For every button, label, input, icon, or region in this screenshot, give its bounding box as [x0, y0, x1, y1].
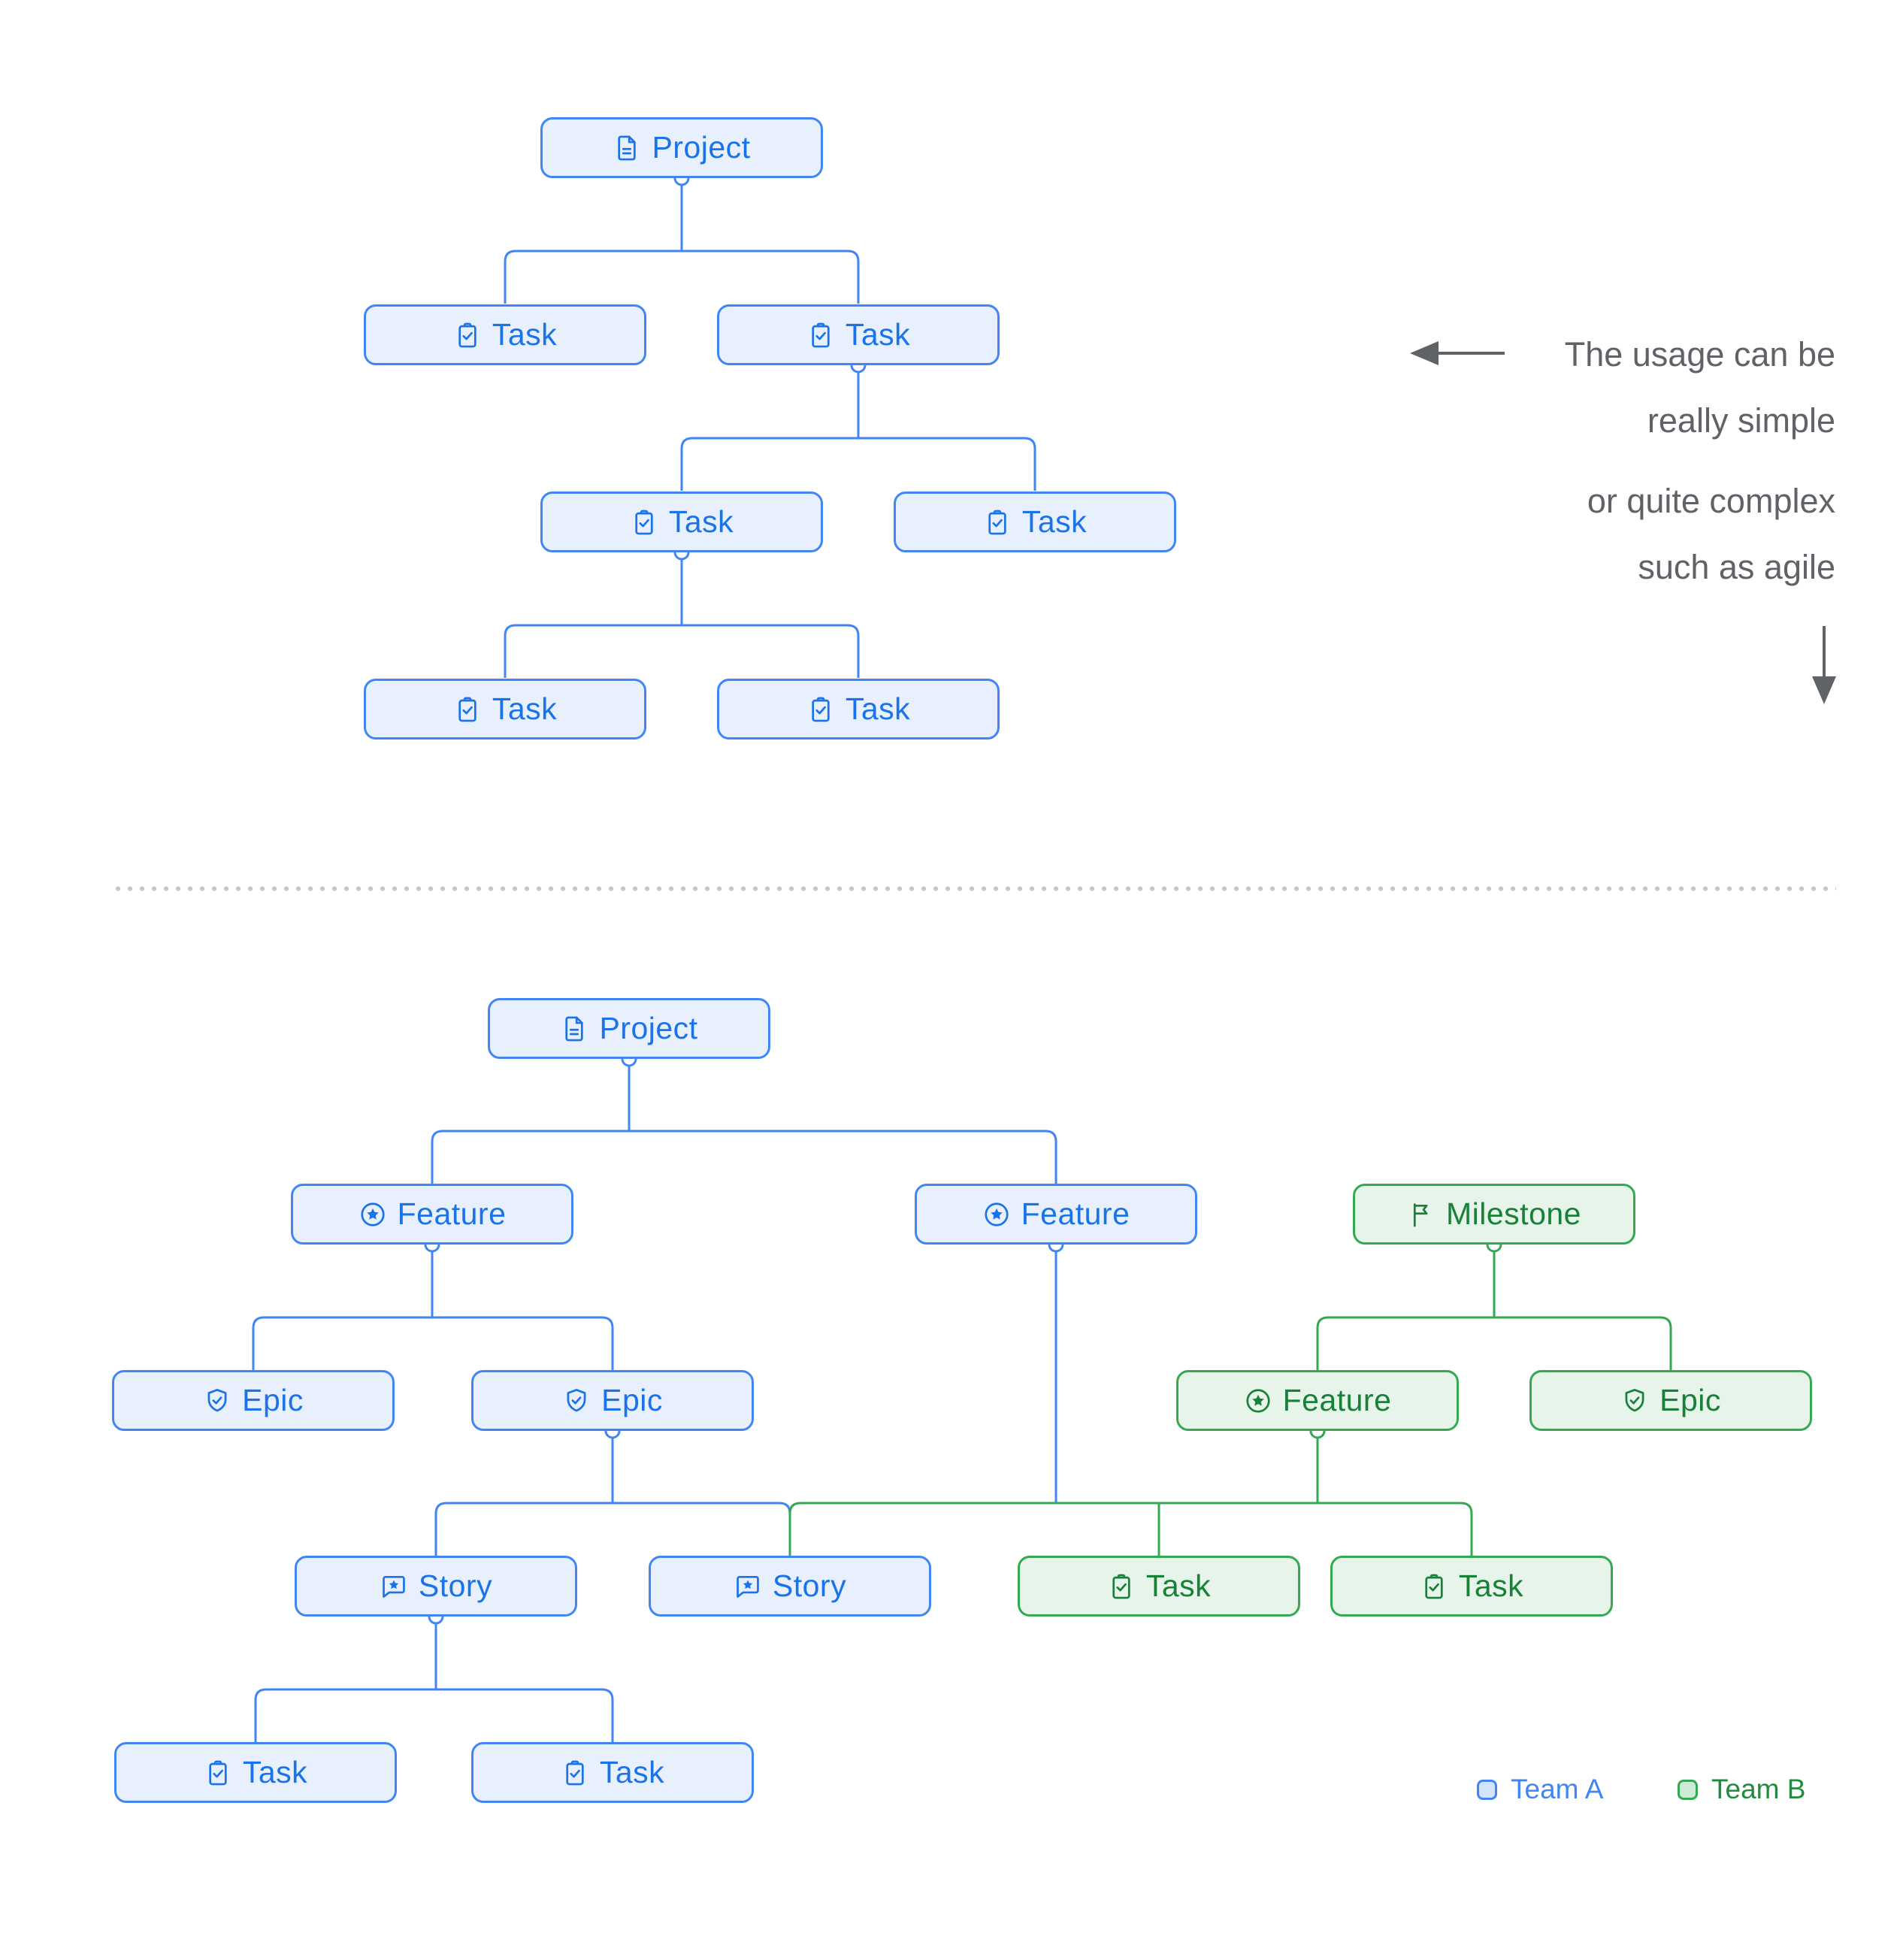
epic-icon — [203, 1387, 231, 1415]
node-task[interactable]: Task — [364, 304, 646, 365]
node-task[interactable]: Task — [717, 304, 1000, 365]
team-b-swatch-icon — [1678, 1779, 1698, 1800]
node-label: Task — [1145, 1568, 1212, 1603]
task-icon — [806, 321, 835, 349]
task-icon — [453, 695, 482, 724]
node-story[interactable]: Story — [295, 1556, 577, 1617]
task-icon — [806, 695, 835, 724]
node-story[interactable]: Story — [649, 1556, 931, 1617]
node-label: Project — [652, 130, 751, 165]
node-label: Story — [772, 1568, 847, 1603]
legend-team-a-label: Team A — [1511, 1774, 1604, 1804]
connector-line — [252, 1245, 614, 1370]
node-feature[interactable]: Feature — [915, 1184, 1197, 1245]
task-icon — [453, 321, 482, 349]
node-label: Feature — [1021, 1196, 1130, 1231]
connector-line — [1316, 1245, 1672, 1370]
annotation-line-2: really simple — [1647, 401, 1835, 440]
node-milestone[interactable]: Milestone — [1353, 1184, 1635, 1245]
connector-line — [680, 365, 1036, 491]
node-task[interactable]: Task — [894, 492, 1176, 552]
task-icon — [561, 1759, 589, 1787]
epic-icon — [1620, 1387, 1649, 1415]
task-icon — [1107, 1572, 1136, 1601]
annotation-line-1: The usage can be — [1564, 335, 1835, 374]
feature-icon — [982, 1200, 1011, 1229]
node-epic[interactable]: Epic — [471, 1370, 754, 1431]
section-divider — [112, 886, 1836, 891]
legend-team-b-label: Team B — [1711, 1774, 1806, 1804]
node-task[interactable]: Task — [471, 1742, 754, 1803]
project-icon — [613, 134, 641, 162]
connector-line — [431, 1059, 1057, 1184]
legend-item-team-b: Team B — [1678, 1775, 1805, 1804]
connector-line — [504, 178, 860, 304]
node-project[interactable]: Project — [540, 117, 823, 178]
node-task[interactable]: Task — [364, 679, 646, 740]
arrow-down-icon — [1812, 626, 1836, 704]
annotation-line-3: or quite complex — [1587, 482, 1835, 520]
connector-line — [504, 552, 860, 678]
node-feature[interactable]: Feature — [291, 1184, 573, 1245]
node-label: Task — [242, 1755, 308, 1789]
connector-line — [788, 1502, 1473, 1556]
arrow-left-icon — [1410, 341, 1505, 365]
annotation-line-4: such as agile — [1638, 548, 1835, 586]
node-epic[interactable]: Epic — [1529, 1370, 1812, 1431]
legend-item-team-a: Team A — [1477, 1775, 1603, 1804]
story-icon — [380, 1572, 408, 1601]
node-task[interactable]: Task — [1330, 1556, 1613, 1617]
node-label: Task — [845, 317, 911, 352]
node-feature[interactable]: Feature — [1176, 1370, 1459, 1431]
node-task[interactable]: Task — [540, 492, 823, 552]
node-label: Task — [668, 504, 734, 539]
feature-icon — [1244, 1387, 1272, 1415]
task-icon — [204, 1759, 232, 1787]
node-project[interactable]: Project — [488, 998, 770, 1059]
story-icon — [734, 1572, 762, 1601]
node-label: Feature — [1282, 1383, 1392, 1417]
node-label: Feature — [397, 1196, 507, 1231]
milestone-icon — [1407, 1200, 1436, 1229]
node-label: Task — [1021, 504, 1088, 539]
task-icon — [630, 508, 658, 537]
node-label: Task — [492, 691, 558, 726]
node-label: Story — [418, 1568, 493, 1603]
node-label: Epic — [1659, 1383, 1721, 1417]
team-a-swatch-icon — [1477, 1779, 1497, 1800]
project-icon — [560, 1015, 588, 1043]
node-label: Epic — [601, 1383, 663, 1417]
feature-icon — [359, 1200, 387, 1229]
node-label: Project — [599, 1011, 698, 1045]
task-icon — [1420, 1572, 1448, 1601]
node-label: Task — [492, 317, 558, 352]
node-label: Task — [599, 1755, 665, 1789]
node-epic[interactable]: Epic — [112, 1370, 395, 1431]
epic-icon — [562, 1387, 591, 1415]
task-icon — [983, 508, 1012, 537]
node-task[interactable]: Task — [1018, 1556, 1300, 1617]
node-label: Task — [1458, 1568, 1524, 1603]
node-label: Epic — [242, 1383, 304, 1417]
node-task[interactable]: Task — [717, 679, 1000, 740]
node-label: Task — [845, 691, 911, 726]
node-label: Milestone — [1446, 1196, 1581, 1231]
connector-line — [254, 1617, 614, 1742]
node-task[interactable]: Task — [114, 1742, 397, 1803]
